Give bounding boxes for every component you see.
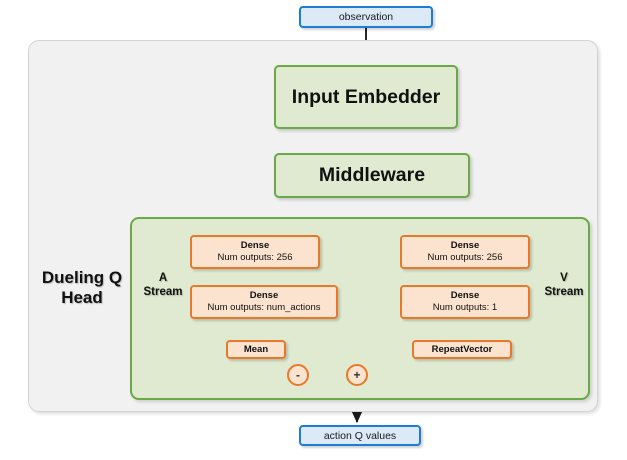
a-stream-dense-1-node[interactable]: Dense Num outputs: 256 [190, 235, 320, 269]
subtract-operator-node[interactable]: - [287, 364, 309, 386]
v-stream-dense-1-title: Dense [450, 240, 480, 252]
add-operator-node[interactable]: + [346, 364, 368, 386]
v-stream-dense-1-node[interactable]: Dense Num outputs: 256 [400, 235, 530, 269]
a-stream-dense-1-subtitle: Num outputs: 256 [217, 252, 293, 263]
a-stream-dense-2-subtitle: Num outputs: num_actions [207, 302, 321, 313]
input-embedder-node[interactable]: Input Embedder [274, 65, 458, 129]
dueling-q-head-label-line1: Dueling Q [41, 268, 123, 287]
observation-label: observation [338, 11, 394, 23]
observation-node[interactable]: observation [299, 6, 433, 28]
v-stream-dense-2-node[interactable]: Dense Num outputs: 1 [400, 285, 530, 319]
input-embedder-label: Input Embedder [291, 85, 441, 108]
add-operator-symbol: + [353, 368, 361, 382]
a-stream-dense-1-title: Dense [240, 240, 270, 252]
a-stream-label-line2: Stream [143, 285, 183, 298]
middleware-node[interactable]: Middleware [274, 153, 470, 198]
subtract-operator-symbol: - [296, 368, 300, 382]
action-q-values-node[interactable]: action Q values [299, 425, 421, 446]
mean-label: Mean [243, 343, 269, 355]
repeat-vector-node[interactable]: RepeatVector [412, 340, 512, 359]
v-stream-dense-2-title: Dense [450, 290, 480, 302]
mean-node[interactable]: Mean [226, 340, 286, 359]
repeat-vector-label: RepeatVector [431, 343, 493, 355]
v-stream-label-line2: Stream [544, 285, 584, 298]
a-stream-label: A Stream [137, 272, 189, 299]
a-stream-dense-2-title: Dense [249, 290, 279, 302]
action-q-values-label: action Q values [323, 429, 397, 442]
a-stream-dense-2-node[interactable]: Dense Num outputs: num_actions [190, 285, 338, 319]
dueling-q-head-label-line2: Head [61, 288, 103, 308]
v-stream-dense-1-subtitle: Num outputs: 256 [427, 252, 503, 263]
dueling-q-head-label: Dueling Q Head [36, 268, 128, 308]
v-stream-dense-2-subtitle: Num outputs: 1 [432, 302, 498, 313]
v-stream-label: V Stream [537, 272, 591, 299]
v-stream-label-line1: V [560, 272, 568, 284]
a-stream-label-line1: A [158, 272, 168, 284]
middleware-label: Middleware [318, 164, 426, 186]
